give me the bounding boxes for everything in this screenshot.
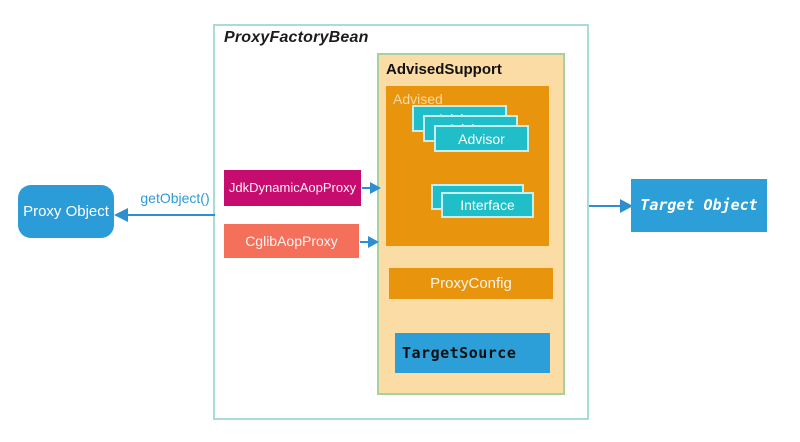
cglib-arrow-line xyxy=(360,241,370,243)
jdk-arrow-line xyxy=(362,187,372,189)
advised-label: Advised xyxy=(393,91,443,107)
proxy-config-box: ProxyConfig xyxy=(389,268,553,299)
target-arrowhead-icon xyxy=(620,199,633,213)
advisor-card-front: Advisor xyxy=(434,125,529,152)
get-object-arrow-line xyxy=(126,214,215,216)
get-object-label: getObject() xyxy=(140,190,210,206)
cglib-aop-proxy-box: CglibAopProxy xyxy=(224,224,359,258)
get-object-arrowhead-icon xyxy=(114,208,128,222)
jdk-dynamic-aop-proxy-box: JdkDynamicAopProxy xyxy=(224,170,361,206)
target-source-box: TargetSource xyxy=(395,333,550,373)
interface-card-front: Interface xyxy=(441,192,534,218)
target-object-box: Target Object xyxy=(631,179,767,232)
advised-support-title: AdvisedSupport xyxy=(386,61,502,78)
cglib-arrowhead-icon xyxy=(368,236,379,248)
target-arrow-line xyxy=(589,205,622,207)
proxy-factory-bean-title: ProxyFactoryBean xyxy=(224,29,369,46)
proxy-object-box: Proxy Object xyxy=(18,185,114,238)
jdk-arrowhead-icon xyxy=(370,182,381,194)
